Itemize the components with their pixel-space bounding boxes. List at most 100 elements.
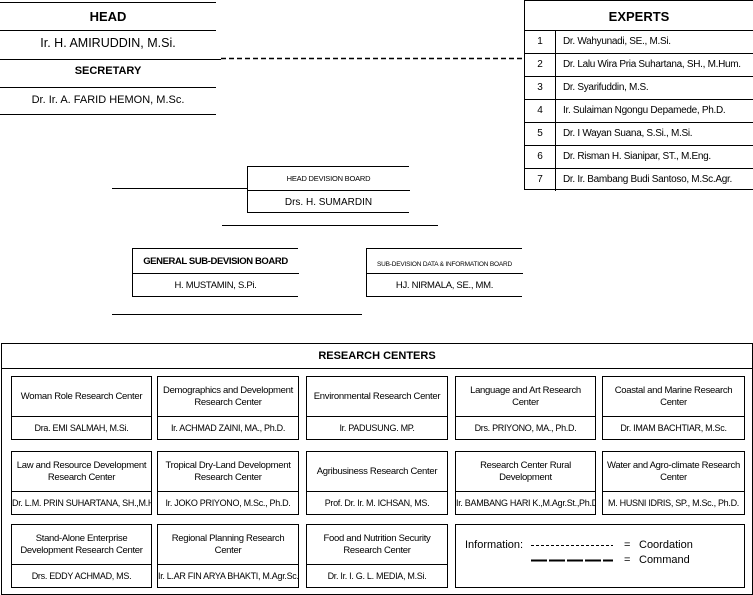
connector-line: [112, 188, 247, 189]
expert-row-divider: [555, 77, 556, 99]
expert-row: 6 Dr. Risman H. Sianipar, ST., M.Eng.: [525, 145, 753, 168]
expert-name: Dr. Wahyunadi, SE., M.Si.: [563, 36, 671, 47]
expert-name: Dr. Ir. Bambang Budi Santoso, M.Sc.Agr.: [563, 174, 732, 185]
research-centers-title: RESEARCH CENTERS: [318, 350, 436, 362]
expert-row: 5 Dr. I Wayan Suana, S.Si., M.Si.: [525, 122, 753, 145]
expert-row: 4 Ir. Sulaiman Ngongu Depamede, Ph.D.: [525, 99, 753, 122]
secretary-title: SECRETARY: [74, 65, 142, 77]
legend-label: Information:: [465, 539, 524, 551]
secretary-name: Dr. Ir. A. FARID HEMON, M.Sc.: [31, 94, 185, 106]
research-center-head: Ir. L.AR FIN ARYA BHAKTI, M.Agr.Sc.: [158, 564, 298, 587]
expert-row-divider: [555, 169, 556, 191]
research-center-head: Ir. BAMBANG HARI K.,M.Agr.St.,Ph.D: [456, 491, 595, 514]
research-center-title: Coastal and Marine Research Center: [614, 384, 733, 408]
expert-number: 6: [537, 151, 543, 162]
legend-coord-label: Coordation: [639, 539, 693, 551]
research-center-head: Ir. JOKO PRIYONO, M.Sc., Ph.D.: [158, 491, 298, 514]
research-center-head: Drs. PRIYONO, MA., Ph.D.: [456, 416, 595, 439]
research-center-head: Dr. IMAM BACHTIAR, M.Sc.: [603, 416, 744, 439]
research-center-box: Law and Resource Development Research Ce…: [11, 451, 152, 515]
head-box: HEAD Ir. H. AMIRUDDIN, M.Si. SECRETARY D…: [0, 2, 221, 115]
expert-row-divider: [555, 54, 556, 76]
research-center-title: Food and Nutrition Security Research Cen…: [323, 532, 431, 556]
expert-number: 3: [537, 82, 543, 93]
secretary-divider: [0, 87, 216, 88]
general-sub-name: H. MUSTAMIN, S.Pi.: [174, 280, 257, 291]
research-center-title: Stand-Alone Enterprise Development Resea…: [20, 532, 143, 556]
expert-row: 7 Dr. Ir. Bambang Budi Santoso, M.Sc.Agr.: [525, 168, 753, 191]
experts-title: EXPERTS: [608, 9, 670, 24]
research-center-title: Environmental Research Center: [313, 390, 441, 402]
expert-name: Dr. I Wayan Suana, S.Si., M.Si.: [563, 128, 693, 139]
expert-row: 1 Dr. Wahyunadi, SE., M.Si.: [525, 30, 753, 53]
expert-number: 5: [537, 128, 543, 139]
coordination-line: [221, 57, 525, 60]
expert-name: Dr. Risman H. Sianipar, ST., M.Eng.: [563, 151, 711, 162]
head-division-title: HEAD DEVISION BOARD: [286, 174, 371, 183]
legend-box: Information: = Coordation = Command: [455, 524, 745, 588]
research-center-box: Tropical Dry-Land Development Research C…: [157, 451, 299, 515]
connector-line: [222, 225, 438, 226]
legend-solid-line: [531, 559, 613, 562]
research-center-box: Demographics and Development Research Ce…: [157, 376, 299, 440]
legend-eq-2: =: [624, 554, 631, 566]
data-sub-box: SUB-DEVISION DATA & INFORMATION BOARD HJ…: [366, 248, 523, 297]
research-center-title: Water and Agro-climate Research Center: [607, 459, 740, 483]
expert-row: 2 Dr. Lalu Wira Pria Suhartana, SH., M.Hu…: [525, 53, 753, 76]
research-center-box: Stand-Alone Enterprise Development Resea…: [11, 524, 152, 588]
research-center-title: Agribusiness Research Center: [316, 465, 438, 477]
research-center-head: Prof. Dr. Ir. M. ICHSAN, MS.: [307, 491, 447, 514]
research-center-title: Tropical Dry-Land Development Research C…: [165, 459, 291, 483]
research-center-title: Research Center Rural Development: [480, 459, 571, 483]
research-center-title: Demographics and Development Research Ce…: [163, 384, 293, 408]
experts-box: EXPERTS 1 Dr. Wahyunadi, SE., M.Si. 2 Dr. L…: [524, 0, 753, 191]
general-sub-title: GENERAL SUB-DEVISION BOARD: [143, 256, 288, 267]
research-center-box: Food and Nutrition Security Research Cen…: [306, 524, 448, 588]
head-divider: [0, 59, 221, 60]
expert-number: 4: [537, 105, 543, 116]
data-sub-title: SUB-DEVISION DATA & INFORMATION BOARD: [377, 261, 512, 268]
research-center-head: Dr. Ir. I. G. L. MEDIA, M.Si.: [307, 564, 447, 587]
expert-row-divider: [555, 123, 556, 145]
head-division-name: Drs. H. SUMARDIN: [284, 197, 373, 208]
research-center-title: Regional Planning Research Center: [171, 532, 285, 556]
head-divider: [0, 30, 216, 31]
research-center-title: Woman Role Research Center: [20, 390, 143, 402]
general-sub-divider: [133, 273, 299, 274]
expert-row: 3 Dr. Syarifuddin, M.S.: [525, 76, 753, 99]
expert-number: 1: [537, 36, 543, 47]
expert-number: 2: [537, 59, 543, 70]
research-center-head: M. HUSNI IDRIS, SP., M.Sc., Ph.D.: [603, 491, 744, 514]
legend-dashed-line: [531, 545, 613, 546]
expert-name: Dr. Lalu Wira Pria Suhartana, SH., M.Hum…: [563, 59, 741, 70]
expert-number: 7: [537, 174, 543, 185]
expert-row-divider: [555, 146, 556, 168]
research-center-head: Dr. L.M. PRIN SUHARTANA, SH.,M.Hum.: [12, 491, 151, 514]
head-division-divider: [248, 190, 410, 191]
research-center-head: Dra. EMI SALMAH, M.Si.: [12, 416, 151, 439]
data-sub-divider: [367, 273, 523, 274]
research-center-head: Drs. EDDY ACHMAD, MS.: [12, 564, 151, 587]
legend-command-label: Command: [639, 554, 690, 566]
head-division-box: HEAD DEVISION BOARD Drs. H. SUMARDIN: [247, 166, 410, 213]
research-center-head: Ir. PADUSUNG. MP.: [307, 416, 447, 439]
research-centers-divider: [2, 368, 753, 369]
research-center-title: Language and Art Research Center: [470, 384, 581, 408]
legend-eq-1: =: [624, 539, 631, 551]
head-name: Ir. H. AMIRUDDIN, M.Si.: [40, 36, 176, 50]
expert-name: Dr. Syarifuddin, M.S.: [563, 82, 649, 93]
expert-row-divider: [555, 100, 556, 122]
data-sub-name: HJ. NIRMALA, SE., MM.: [395, 280, 494, 291]
expert-name: Ir. Sulaiman Ngongu Depamede, Ph.D.: [563, 105, 726, 116]
research-center-head: Ir. ACHMAD ZAINI, MA., Ph.D.: [158, 416, 298, 439]
general-sub-box: GENERAL SUB-DEVISION BOARD H. MUSTAMIN, …: [132, 248, 299, 297]
head-title: HEAD: [89, 9, 127, 24]
